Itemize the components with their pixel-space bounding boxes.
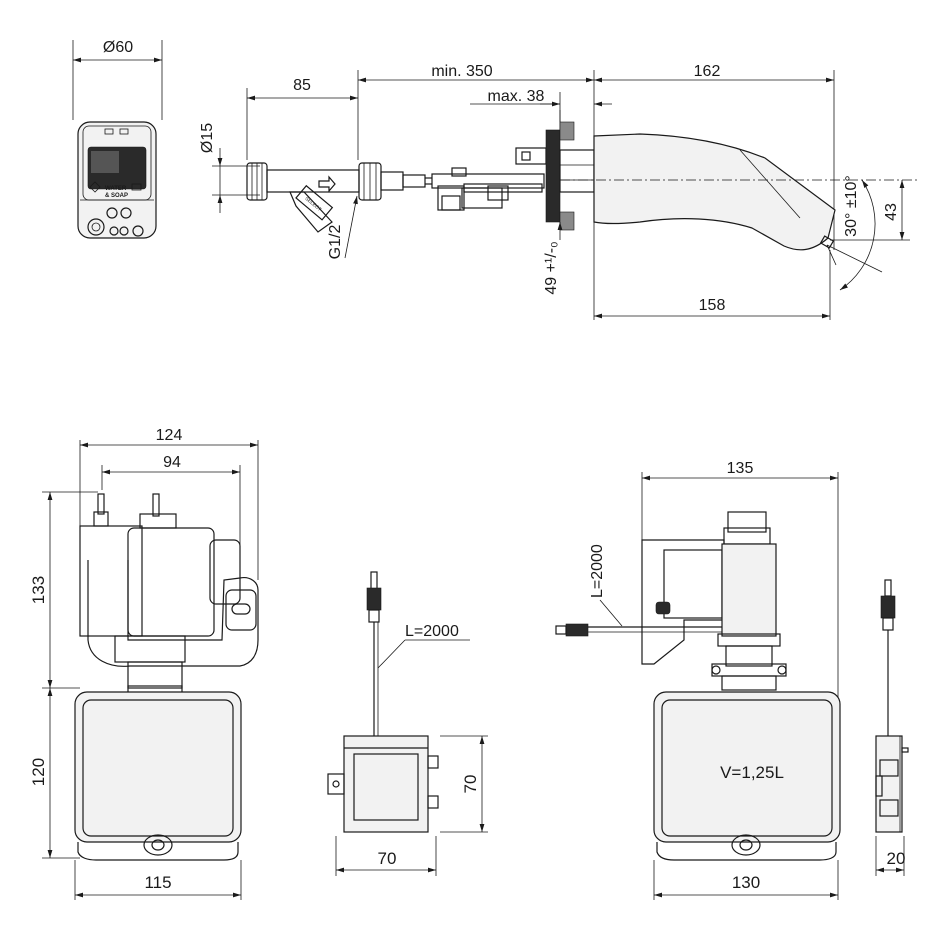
- dim-d15: Ø15: [199, 123, 216, 153]
- dim-43: 43: [883, 203, 900, 221]
- dim-120: 120: [29, 758, 48, 786]
- faucet-spout: [593, 133, 836, 251]
- dim-135: 135: [727, 460, 754, 477]
- svg-text:SELECT: SELECT: [304, 196, 323, 213]
- tank-volume: V=1,25L: [720, 763, 784, 782]
- dispenser-unit-right: 135 L=2000 V=1,25L 130: [555, 460, 909, 900]
- diamond-icon: [89, 181, 101, 193]
- cable-length-right: L=2000: [589, 544, 606, 598]
- dim-70-height: 70: [461, 775, 480, 794]
- faucet-side-view: 85 min. 350 162 max. 38 Ø15 SELECT: [199, 63, 920, 320]
- dim-130: 130: [732, 873, 760, 892]
- dim-max-38: max. 38: [488, 88, 545, 105]
- dim-115: 115: [144, 873, 171, 892]
- dim-min-350: min. 350: [431, 63, 492, 80]
- sensor-button-large: [87, 218, 105, 236]
- soap-tank-right: [653, 691, 841, 843]
- control-box-body: [343, 735, 429, 833]
- angle-30-10: 30° ±10°: [843, 175, 860, 237]
- dim-124: 124: [156, 427, 183, 444]
- thread-g12: G1/2: [327, 225, 344, 260]
- sensor-text-water: WATER: [105, 186, 127, 192]
- dim-49: 49 +¹/-₀: [543, 241, 560, 294]
- dim-20: 20: [887, 849, 906, 868]
- sensor-front-view: Ø60 WATER & SOAP: [72, 39, 163, 239]
- dispenser-unit-left: 124 94 133 120 115: [29, 427, 259, 900]
- control-box: L=2000 70 70: [327, 571, 488, 876]
- dim-sensor-diameter: Ø60: [103, 39, 133, 56]
- dim-158: 158: [699, 297, 726, 314]
- control-box-side: [875, 735, 903, 833]
- cable-length-mid: L=2000: [405, 623, 459, 640]
- dim-70-width: 70: [378, 849, 397, 868]
- dim-85: 85: [293, 77, 311, 94]
- dim-133: 133: [29, 576, 48, 604]
- dim-162: 162: [694, 63, 721, 80]
- dim-94: 94: [163, 454, 181, 471]
- sensor-text-soap: & SOAP: [105, 193, 128, 199]
- soap-tank-left: [74, 691, 242, 843]
